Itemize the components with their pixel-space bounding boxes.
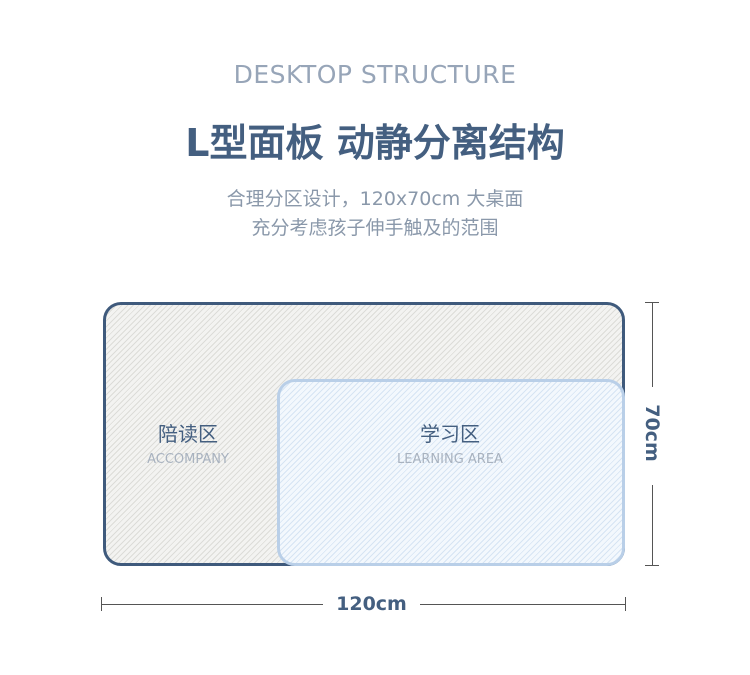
width-dim-cap-right: [625, 597, 626, 611]
learning-zone-name: 学习区: [420, 422, 480, 446]
page-title: L型面板 动静分离结构: [185, 121, 565, 165]
description-line-2: 充分考虑孩子伸手触及的范围: [251, 217, 499, 239]
depth-dim-line-bottom: [652, 485, 653, 565]
learning-zone-name-en: LEARNING AREA: [397, 452, 503, 467]
learning-zone-label: 学习区 LEARNING AREA: [370, 418, 530, 467]
width-dim-line-right: [420, 604, 625, 605]
description-line-1: 合理分区设计，120x70cm 大桌面: [226, 188, 524, 210]
subtitle-en: DESKTOP STRUCTURE: [233, 60, 517, 89]
accompany-zone-name-en: ACCOMPANY: [147, 452, 229, 467]
depth-dim-cap-bottom: [645, 565, 659, 566]
accompany-zone-name: 陪读区: [158, 422, 218, 446]
accompany-zone-label: 陪读区 ACCOMPANY: [118, 418, 258, 467]
width-dimension-label: 120cm: [336, 593, 407, 615]
depth-dim-line-top: [652, 302, 653, 387]
learning-area-zone: [277, 379, 625, 566]
depth-dimension-label: 70cm: [641, 404, 663, 462]
width-dim-line-left: [101, 604, 323, 605]
